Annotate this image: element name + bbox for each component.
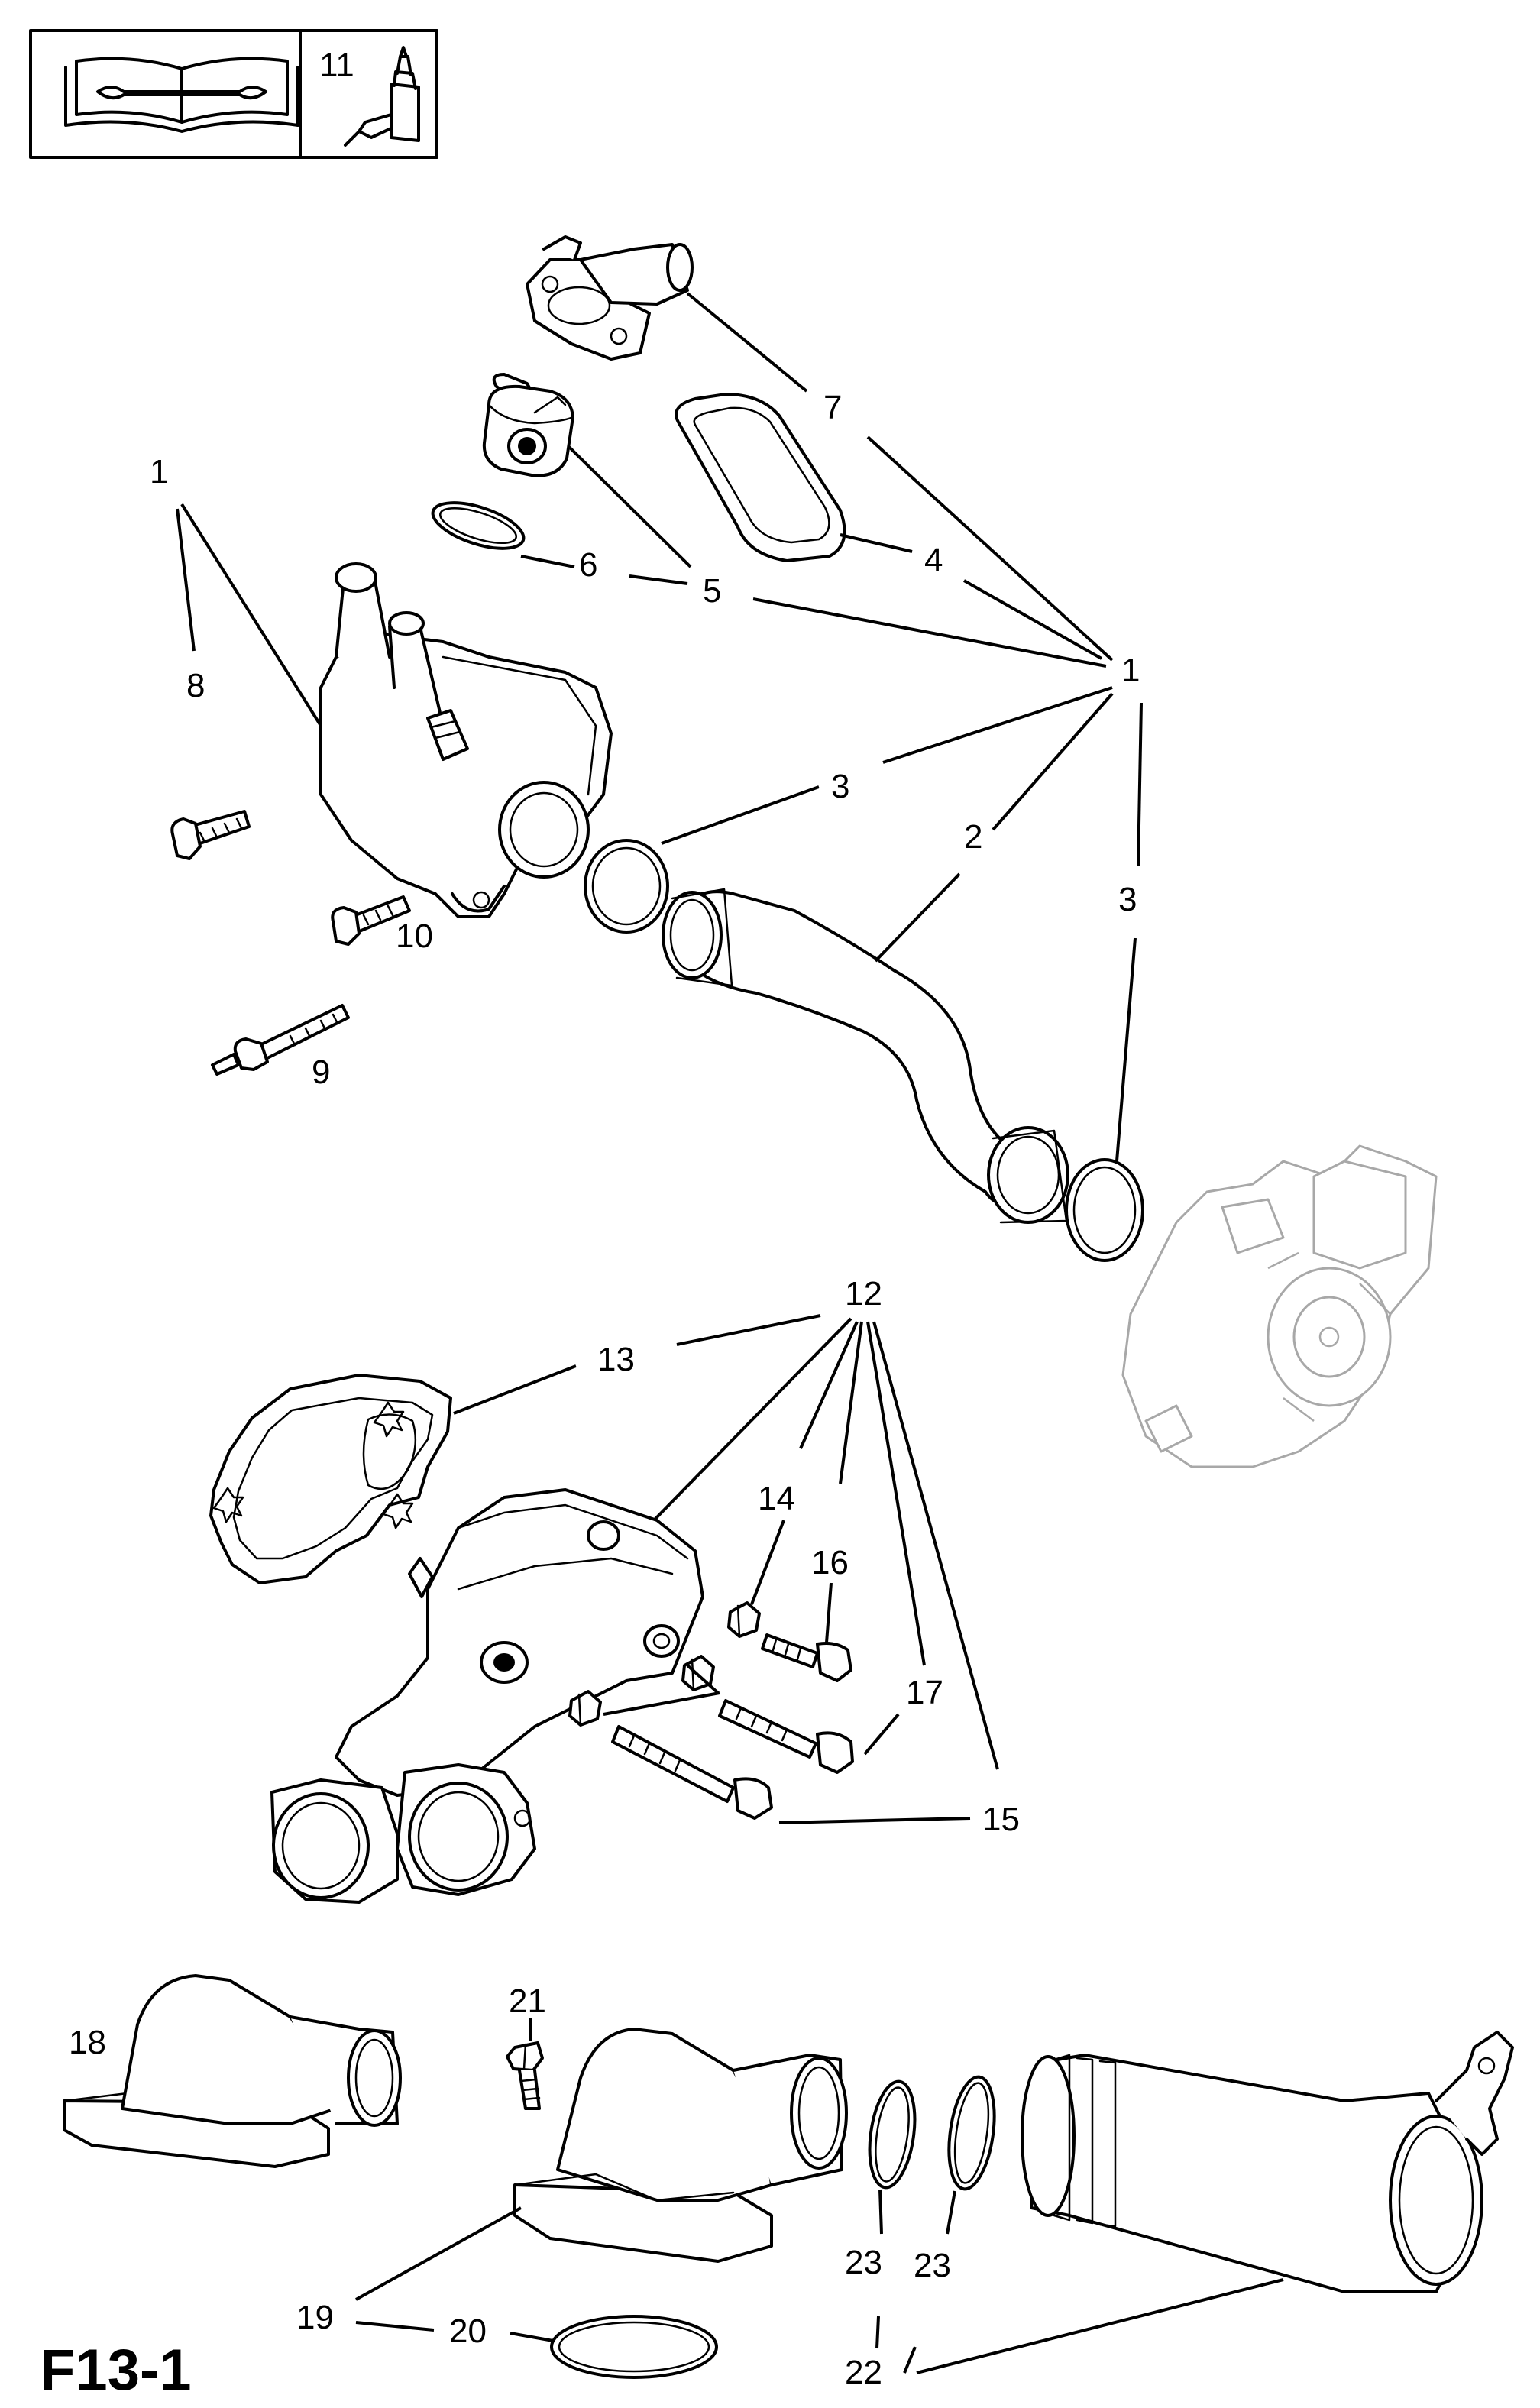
callout-9: 9 (312, 1054, 330, 1091)
callout-3-upper: 3 (831, 768, 849, 805)
bolt-8 (170, 810, 251, 860)
gasket-13 (209, 1374, 452, 1584)
callout-22: 22 (845, 2354, 882, 2391)
thermostat-housing-1 (319, 562, 613, 918)
callout-3-right: 3 (1118, 881, 1137, 918)
thermostat-5 (482, 373, 574, 477)
leaders-section-2 (453, 1314, 999, 1824)
callout-17: 17 (906, 1674, 943, 1711)
bolt-21 (506, 2041, 544, 2110)
callout-15: 15 (982, 1801, 1020, 1838)
callout-2: 2 (964, 818, 982, 856)
o-ring-20 (550, 2315, 718, 2379)
o-ring-23-b (947, 2075, 996, 2191)
callout-4: 4 (924, 542, 943, 579)
callout-21: 21 (509, 1982, 546, 2020)
callout-14: 14 (758, 1480, 795, 1517)
nut-14-a (727, 1601, 761, 1638)
callout-23-right: 23 (914, 2247, 951, 2284)
elbow-18 (63, 1974, 402, 2168)
pipe-22 (1021, 2031, 1514, 2293)
outlet-pipe-7 (526, 235, 694, 361)
service-manual-icon (64, 57, 299, 133)
callout-10: 10 (396, 918, 433, 955)
callout-19: 19 (296, 2299, 334, 2336)
callout-18: 18 (69, 2024, 106, 2061)
rect-seal-4 (675, 393, 846, 562)
callout-8: 8 (186, 667, 205, 704)
leaders-section-3 (355, 2018, 1284, 2374)
callout-20: 20 (449, 2313, 487, 2350)
callout-1-left: 1 (150, 453, 168, 490)
callout-13: 13 (597, 1341, 635, 1378)
leaders-section-1 (176, 292, 1143, 1162)
o-ring-3-upper (584, 839, 669, 934)
callout-7: 7 (823, 389, 842, 426)
thermostat-housing-12 (270, 1488, 704, 1904)
o-ring-6 (431, 501, 526, 550)
figure-code: F13-1 (40, 2338, 192, 2403)
o-ring-3-right (1065, 1158, 1144, 1262)
o-ring-23-a (868, 2079, 917, 2190)
callout-5: 5 (703, 572, 721, 610)
callout-16: 16 (811, 1544, 849, 1581)
water-pump-ghost (1121, 1144, 1438, 1468)
callout-23-left: 23 (845, 2244, 882, 2281)
elbow-19 (513, 2028, 848, 2263)
callout-6: 6 (579, 546, 597, 584)
stud-9 (211, 1004, 350, 1076)
nut-14-c (568, 1690, 602, 1727)
callout-1-right: 1 (1121, 652, 1140, 689)
bolt-17 (718, 1699, 854, 1774)
coolant-pipe-2 (662, 888, 1069, 1224)
callout-12: 12 (845, 1275, 882, 1312)
bolt-16 (761, 1633, 852, 1682)
tool-number-label: 11 (319, 47, 354, 84)
header-box: 11 (29, 29, 438, 159)
callout-labels: 7 4 5 6 1 1 8 3 2 3 10 9 12 13 14 16 17 … (69, 389, 1140, 2391)
sealant-bottle-icon (344, 46, 420, 147)
bolt-10 (331, 895, 411, 946)
bolt-15 (611, 1725, 773, 1820)
